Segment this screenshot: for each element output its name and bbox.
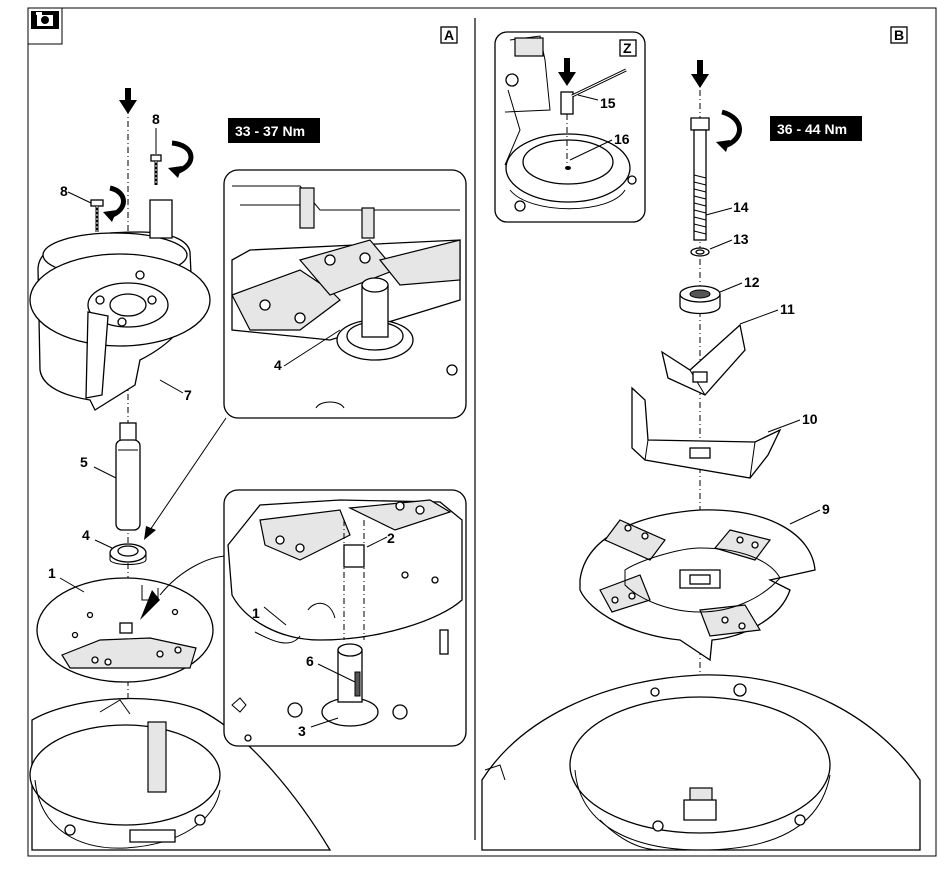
rotate-arrow-icon xyxy=(103,188,124,222)
label-15: 15 xyxy=(600,95,616,111)
detail-inset-upper xyxy=(224,170,466,418)
panel-a-letter: A xyxy=(444,27,454,43)
label-10: 10 xyxy=(802,411,818,427)
label-11: 11 xyxy=(780,301,795,317)
detail-inset-z: Z xyxy=(495,32,645,222)
washer-13 xyxy=(691,248,709,256)
torque-badge-a: 33 - 37 Nm xyxy=(228,118,320,143)
label-8-left: 8 xyxy=(60,183,68,199)
screw-8-right xyxy=(151,155,161,185)
torque-badge-b: 36 - 44 Nm xyxy=(770,116,862,141)
blade-disc-9 xyxy=(580,510,815,660)
ring-4 xyxy=(110,544,146,565)
label-2: 2 xyxy=(387,530,395,546)
panel-b-letter: B xyxy=(894,27,904,43)
label-16: 16 xyxy=(614,131,630,147)
rotate-arrow-icon xyxy=(716,112,740,152)
arrow-down-icon xyxy=(691,60,709,88)
shaft-5 xyxy=(116,423,140,530)
panel-a-letter-box: A xyxy=(441,27,457,43)
label-14: 14 xyxy=(733,199,749,215)
bracket-11 xyxy=(662,325,745,395)
label-9: 9 xyxy=(822,501,830,517)
label-8-right: 8 xyxy=(152,111,160,127)
label-6: 6 xyxy=(306,653,314,669)
label-13: 13 xyxy=(733,231,749,247)
label-4-lower: 4 xyxy=(82,527,90,543)
label-4-upper: 4 xyxy=(274,357,282,373)
mower-housing-b xyxy=(482,675,920,850)
torque-value-a: 33 - 37 Nm xyxy=(235,123,305,139)
inset-z-letter: Z xyxy=(623,40,632,56)
label-3: 3 xyxy=(298,723,306,739)
camera-icon xyxy=(28,8,62,44)
deflector-housing-7 xyxy=(30,200,210,410)
bearing-12 xyxy=(680,286,720,314)
blade-disc-1 xyxy=(37,578,213,682)
rotate-arrow-icon xyxy=(168,143,191,178)
label-1-inset: 1 xyxy=(252,605,260,621)
bolt-14 xyxy=(691,118,709,240)
label-5: 5 xyxy=(80,454,88,470)
label-7: 7 xyxy=(184,387,192,403)
panel-b-letter-box: B xyxy=(891,27,907,43)
detail-inset-lower xyxy=(224,490,466,746)
blade-carrier-10 xyxy=(632,388,780,478)
label-1: 1 xyxy=(48,565,56,581)
label-12: 12 xyxy=(744,274,760,290)
screw-8-left xyxy=(91,200,103,232)
arrow-down-icon xyxy=(119,88,137,114)
torque-value-b: 36 - 44 Nm xyxy=(777,121,847,137)
